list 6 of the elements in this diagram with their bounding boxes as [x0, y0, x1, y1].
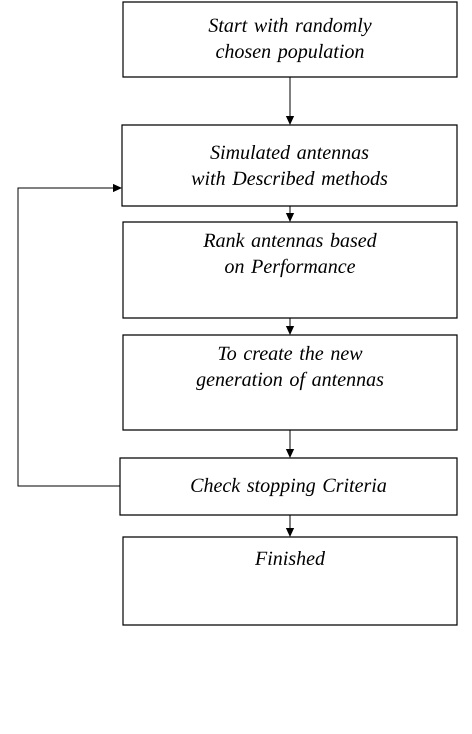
process-box: Rank antennas based on Performance — [122, 221, 458, 319]
process-box: Simulated antennas with Described methods — [121, 124, 458, 207]
process-box: Finished — [122, 536, 458, 626]
process-box: Start with randomly chosen population — [122, 1, 458, 78]
process-box: Check stopping Criteria — [119, 457, 458, 516]
process-box: To create the new generation of antennas — [122, 334, 458, 431]
